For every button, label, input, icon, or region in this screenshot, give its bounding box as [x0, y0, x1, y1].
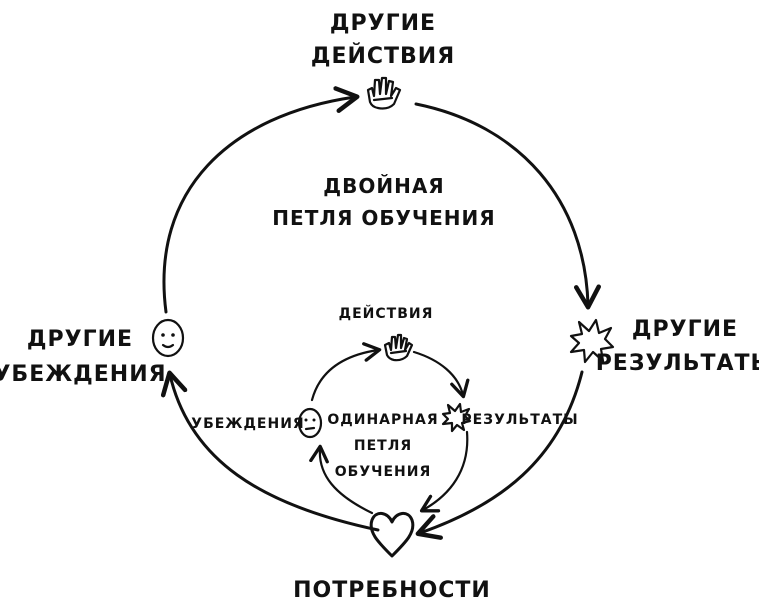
single-loop-title-line3: ОБУЧЕНИЯ [335, 464, 431, 480]
single-loop-title-line1: ОДИНАРНАЯ [327, 412, 438, 428]
inner-arrow-needs-to-beliefs [309, 444, 374, 515]
outer-results-label-line2: РЕЗУЛЬТАТЫ [596, 351, 759, 376]
inner-results-label: РЕЗУЛЬТАТЫ [461, 412, 578, 428]
hand-icon [366, 76, 402, 110]
heart-icon [369, 512, 415, 558]
inner-beliefs-label: УБЕЖДЕНИЯ [191, 416, 304, 432]
outer-actions-label-line1: ДРУГИЕ [330, 11, 436, 36]
inner-actions-label: ДЕЙСТВИЯ [339, 305, 434, 322]
single-loop-title-line2: ПЕТЛЯ [354, 438, 412, 454]
burst-icon [441, 402, 472, 433]
outer-arrow-beliefs-to-actions [162, 86, 360, 314]
double-loop-title-line1: ДВОЙНАЯ [323, 174, 444, 198]
needs-label: ПОТРЕБНОСТИ [293, 578, 491, 603]
inner-arrow-beliefs-to-actions [310, 342, 382, 402]
outer-arrow-results-to-needs [415, 370, 584, 540]
outer-beliefs-label-line2: УБЕЖДЕНИЯ [0, 362, 167, 387]
burst-icon [569, 318, 615, 364]
outer-beliefs-label-line1: ДРУГИЕ [27, 327, 133, 352]
inner-arrow-results-to-needs [419, 430, 469, 513]
double-loop-title-line2: ПЕТЛЯ ОБУЧЕНИЯ [272, 206, 495, 230]
inner-arrow-actions-to-results [412, 350, 470, 399]
outer-arrow-actions-to-results [414, 102, 601, 310]
neutral-face-icon [297, 407, 323, 439]
outer-actions-label-line2: ДЕЙСТВИЯ [311, 43, 455, 69]
outer-arrow-needs-to-beliefs [160, 370, 380, 532]
smiley-face-icon [151, 318, 185, 358]
outer-results-label-line1: ДРУГИЕ [632, 317, 738, 342]
hand-icon [383, 333, 414, 362]
